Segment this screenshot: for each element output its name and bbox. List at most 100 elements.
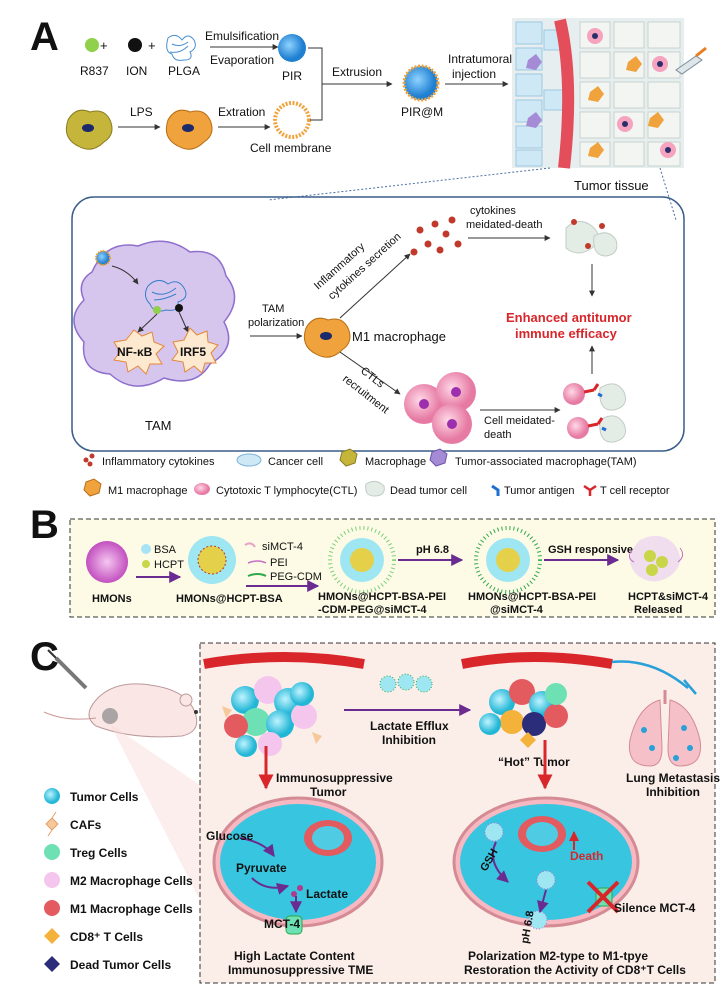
- bsa-label: BSA: [154, 544, 177, 556]
- step3-nanoparticle-icon: [328, 526, 396, 594]
- tam-label: TAM: [145, 418, 171, 433]
- cell-death-label-2: death: [484, 429, 512, 441]
- hmons-hcpt-bsa-icon: [188, 536, 236, 584]
- intratumoral-label-2: injection: [452, 67, 496, 81]
- svg-text:+: +: [100, 38, 108, 53]
- immunosuppressive-label-1: Immunosuppressive: [276, 771, 393, 785]
- step5-label-2: Released: [634, 604, 682, 616]
- step5-label-1: HCPT&siMCT-4: [628, 591, 709, 603]
- panel-c-legend: Tumor Cells CAFs Treg Cells M2 Macrophag…: [44, 788, 193, 972]
- legend-c-1: CAFs: [70, 818, 102, 832]
- lps-label: LPS: [130, 105, 153, 119]
- lung-label-2: Inhibition: [646, 785, 700, 799]
- pei-label: PEI: [270, 557, 288, 569]
- extration-label: Extration: [218, 105, 265, 119]
- caption-right-2: Restoration the Activity of CD8⁺T Cells: [464, 963, 686, 977]
- glucose-label: Glucose: [206, 829, 254, 843]
- pir-icon: [278, 34, 306, 62]
- nfkb-label: NF-κB: [117, 345, 153, 359]
- cell-membrane-label: Cell membrane: [250, 141, 332, 155]
- lactate-label: Lactate: [306, 887, 348, 901]
- cytokines-death-label-1: cytokines: [470, 205, 516, 217]
- ph-c-label: pH 6.8: [519, 910, 537, 945]
- evaporation-label: Evaporation: [210, 53, 274, 67]
- lung-label-1: Lung Metastasis: [626, 771, 720, 785]
- hot-tumor-cluster: [479, 679, 568, 748]
- hmons-icon: [86, 541, 128, 583]
- hmons-label: HMONs: [92, 593, 132, 605]
- pirm-label: PIR@M: [401, 105, 443, 119]
- enhanced-label-2: immune efficacy: [515, 326, 618, 341]
- step3-label-1: HMONs@HCPT-BSA-PEI: [318, 591, 446, 603]
- panel-a-label: A: [30, 15, 59, 59]
- step4-nanoparticle-icon: [474, 526, 542, 594]
- right-cell-illustration: [452, 796, 640, 930]
- panel-a-legend: Inflammatory cytokines Cancer cell Macro…: [83, 448, 670, 497]
- left-cell-illustration: [212, 796, 384, 935]
- legend-a-0: Inflammatory cytokines: [102, 456, 215, 468]
- immunosuppressive-label-2: Tumor: [310, 785, 347, 799]
- plga-icon: [166, 34, 196, 61]
- r837-icon: [85, 38, 99, 52]
- legend-a-7: Tumor antigen: [504, 485, 575, 497]
- silence-mct4-label: Silence MCT-4: [614, 901, 696, 915]
- mct4-label: MCT-4: [264, 917, 300, 931]
- nanoparticle-icons: [379, 673, 433, 693]
- emulsification-label: Emulsification: [205, 29, 279, 43]
- plga-core-icon: [144, 280, 187, 312]
- nfkb-burst: [113, 329, 165, 375]
- dead-tumor-cells-top: [565, 219, 618, 257]
- mechanism-box: [71, 196, 685, 452]
- legend-c-2: Treg Cells: [70, 846, 128, 860]
- legend-a-3: Tumor-associated macrophage(TAM): [455, 456, 637, 468]
- pirm-icon: [402, 64, 440, 102]
- plga-label: PLGA: [168, 64, 200, 78]
- ctl-cells: [404, 372, 476, 444]
- r837-label: R837: [80, 64, 109, 78]
- caption-left-2: Immunosuppressive TME: [228, 963, 373, 977]
- step4-label-1: HMONs@HCPT-BSA-PEI: [468, 591, 596, 603]
- cytokines-cluster: [410, 216, 462, 256]
- irf5-label: IRF5: [180, 345, 206, 359]
- step4-label-2: @siMCT-4: [490, 604, 544, 616]
- hmons-hcpt-bsa-label: HMONs@HCPT-BSA: [176, 593, 283, 605]
- cell-membrane-icon: [273, 101, 311, 139]
- ph-label: pH 6.8: [416, 544, 449, 556]
- legend-c-3: M2 Macrophage Cells: [70, 874, 193, 888]
- hot-tumor-label: “Hot” Tumor: [498, 755, 570, 769]
- cytokines-death-label-2: meidated-death: [466, 219, 542, 231]
- lactate-efflux-label-1: Lactate Efflux: [370, 719, 449, 733]
- ion-label: ION: [126, 64, 147, 78]
- legend-c-4: M1 Macrophage Cells: [70, 902, 193, 916]
- legend-a-2: Macrophage: [365, 456, 426, 468]
- svg-text:+: +: [148, 38, 156, 53]
- simct4-label: siMCT-4: [262, 541, 303, 553]
- legend-a-1: Cancer cell: [268, 456, 323, 468]
- tumor-tissue-illustration: [512, 18, 707, 169]
- irf5-burst: [171, 327, 219, 374]
- pir-label: PIR: [282, 69, 302, 83]
- m1-macrophage-label: M1 macrophage: [352, 329, 446, 344]
- pyruvate-label: Pyruvate: [236, 861, 287, 875]
- ctl-killing-illustration: [563, 383, 627, 443]
- tam-polarization-label-1: TAM: [262, 303, 284, 315]
- intratumoral-label-1: Intratumoral: [448, 52, 512, 66]
- extrusion-label: Extrusion: [332, 65, 382, 79]
- lactate-efflux-label-2: Inhibition: [382, 733, 436, 747]
- tumor-tissue-label: Tumor tissue: [574, 178, 649, 193]
- legend-c-0: Tumor Cells: [70, 790, 139, 804]
- peg-cdm-label: PEG-CDM: [270, 571, 322, 583]
- caption-right-1: Polarization M2-type to M1-tpye: [468, 949, 648, 963]
- released-icon: [628, 535, 684, 582]
- caption-left-1: High Lactate Content: [234, 949, 355, 963]
- enhanced-label-1: Enhanced antitumor: [506, 310, 632, 325]
- ion-icon: [128, 38, 142, 52]
- tam-polarization-label-2: polarization: [248, 317, 304, 329]
- legend-c-5: CD8⁺ T Cells: [70, 930, 143, 944]
- legend-a-8: T cell receptor: [600, 485, 670, 497]
- legend-c-6: Dead Tumor Cells: [70, 958, 171, 972]
- panel-b-label: B: [30, 503, 59, 547]
- cell-death-label-1: Cell meidated-: [484, 415, 555, 427]
- legend-a-5: Cytotoxic T lymphocyte(CTL): [216, 485, 357, 497]
